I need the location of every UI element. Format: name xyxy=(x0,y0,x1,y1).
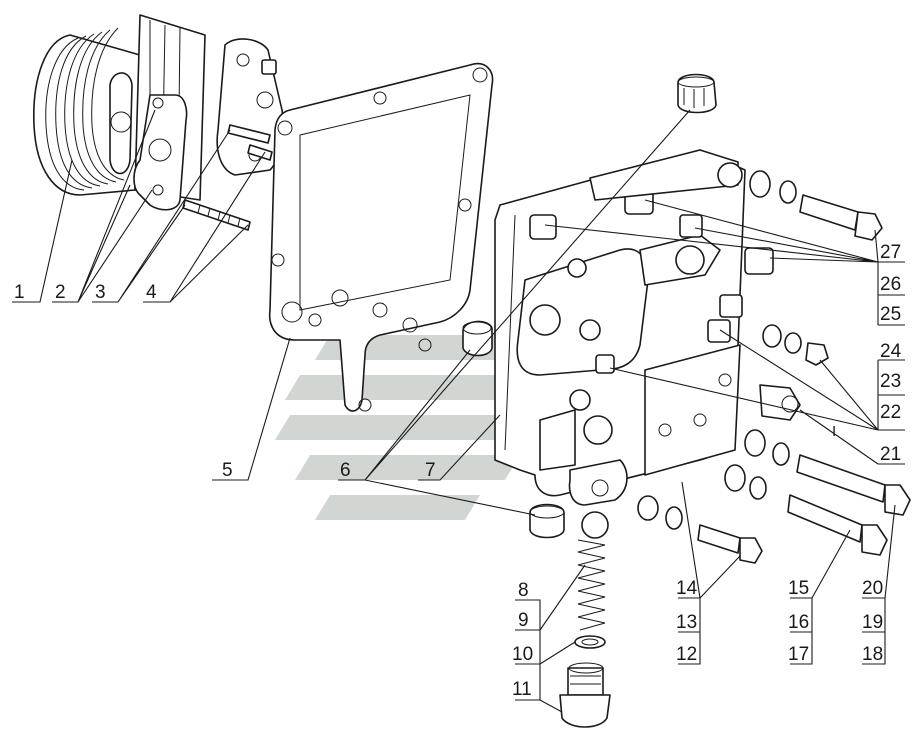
valve-plug xyxy=(559,662,611,728)
studs xyxy=(182,124,273,231)
callout-2: 2 xyxy=(55,282,66,303)
valve-washer xyxy=(574,635,606,649)
valve-spring xyxy=(577,539,606,631)
callout-3: 3 xyxy=(95,282,106,303)
callout-4: 4 xyxy=(146,282,157,303)
leader-lines xyxy=(12,109,905,713)
housing-gasket xyxy=(268,63,494,412)
callout-5: 5 xyxy=(222,460,233,481)
callout-27: 27 xyxy=(880,242,901,263)
callout-24: 24 xyxy=(880,341,902,362)
callout-15: 15 xyxy=(788,578,809,599)
callout-20: 20 xyxy=(862,578,883,599)
callout-labels: 1 2 3 4 5 6 7 8 9 10 11 12 13 14 15 16 1… xyxy=(14,242,902,700)
callout-17: 17 xyxy=(788,644,809,665)
callout-1: 1 xyxy=(14,282,25,303)
stray-mark: I xyxy=(832,423,836,440)
callout-16: 16 xyxy=(788,612,809,633)
washer-set-27 xyxy=(749,170,883,241)
callout-22: 22 xyxy=(880,402,901,423)
left-plug xyxy=(462,320,493,357)
upper-bracket xyxy=(589,149,743,201)
callout-26: 26 xyxy=(880,274,901,295)
bottom-plug xyxy=(529,503,565,539)
washer-set-15 xyxy=(724,464,888,556)
oil-filter-housing xyxy=(494,149,774,506)
washer-set-12 xyxy=(637,495,763,564)
callout-8: 8 xyxy=(518,580,529,601)
callout-25: 25 xyxy=(880,304,901,325)
callout-23: 23 xyxy=(880,371,901,392)
callout-12: 12 xyxy=(676,644,697,665)
callout-10: 10 xyxy=(512,644,533,665)
callout-9: 9 xyxy=(518,610,529,631)
callout-13: 13 xyxy=(676,612,697,633)
callout-21: 21 xyxy=(880,444,901,465)
valve-ball xyxy=(581,511,609,539)
callout-6: 6 xyxy=(340,460,351,481)
cooler-gasket xyxy=(133,94,188,211)
washer-set-20 xyxy=(744,429,911,516)
callout-18: 18 xyxy=(862,644,883,665)
callout-19: 19 xyxy=(862,612,883,633)
top-plug xyxy=(677,73,717,114)
callout-14: 14 xyxy=(676,578,698,599)
cooler-flange xyxy=(216,38,285,176)
callout-7: 7 xyxy=(425,460,436,481)
fitting-21 xyxy=(759,384,801,421)
washer-set-24 xyxy=(762,324,829,366)
callout-11: 11 xyxy=(512,679,532,700)
